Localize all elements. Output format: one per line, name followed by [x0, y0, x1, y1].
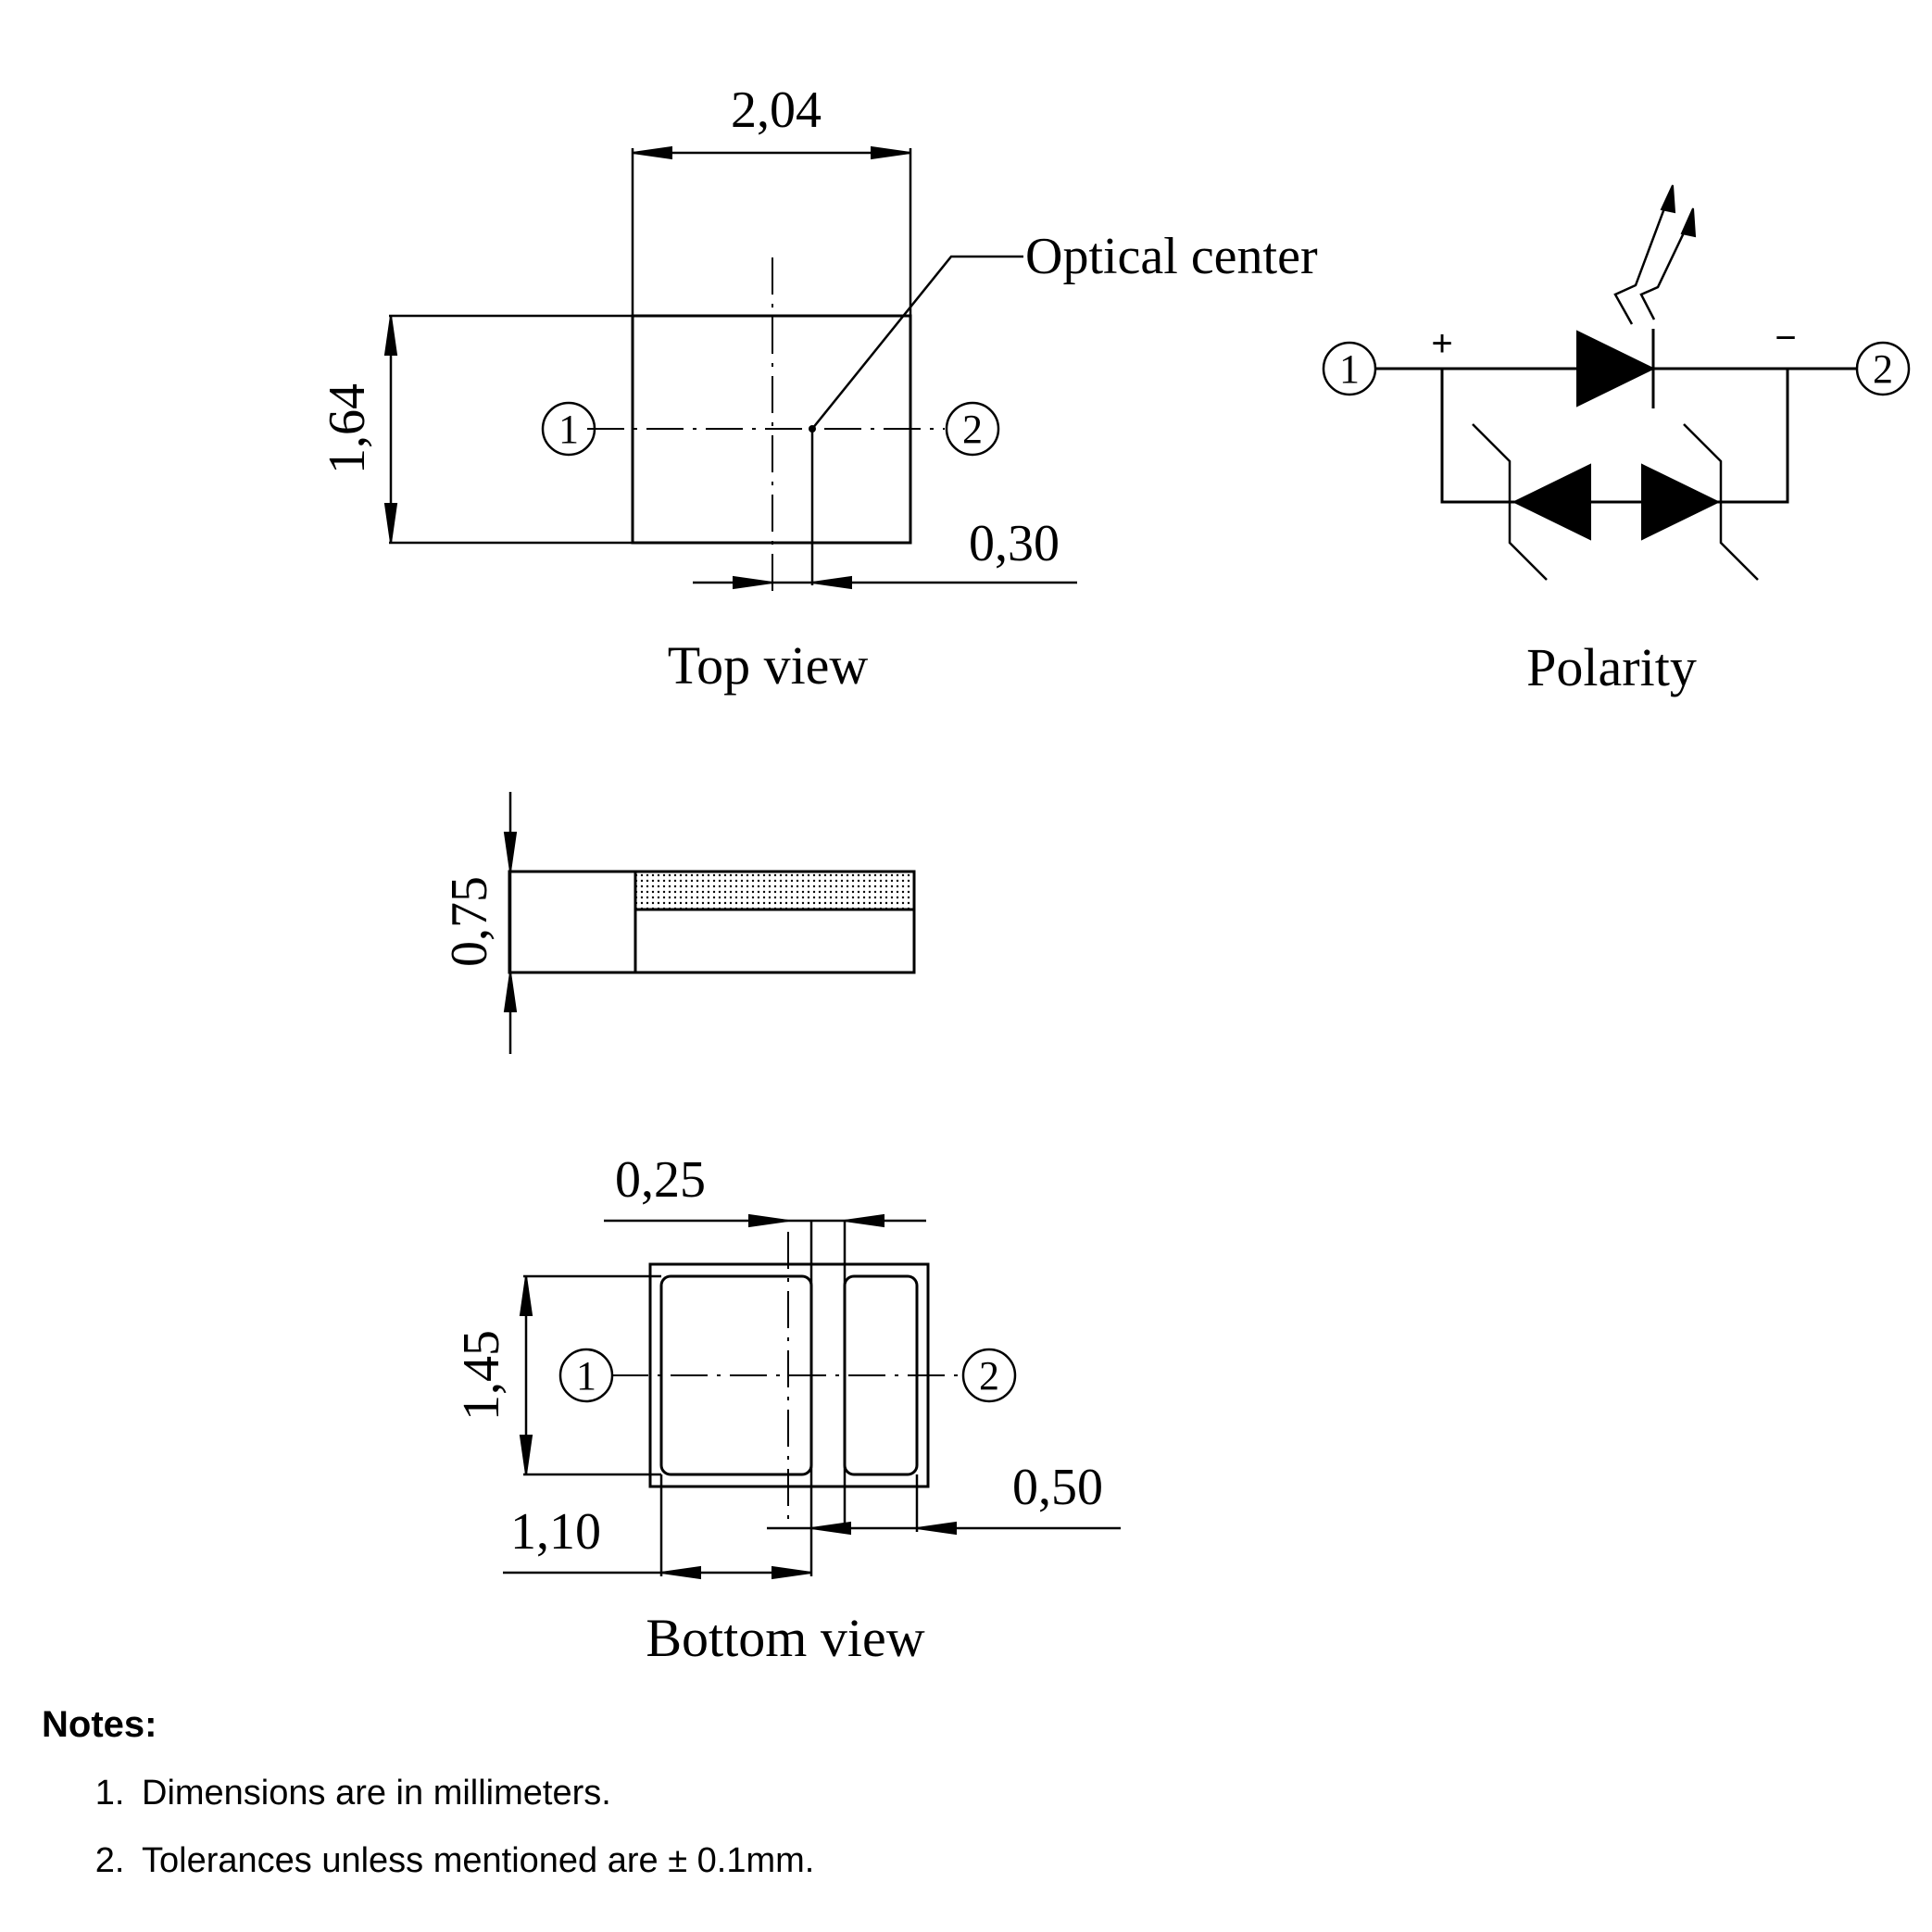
plus-sign: +	[1431, 323, 1452, 364]
polarity-caption: Polarity	[1526, 637, 1697, 697]
pin-1-marker	[541, 401, 596, 457]
optical-center-leader	[811, 255, 1023, 430]
lens-layer	[634, 870, 916, 911]
gap-dimension: 0,25	[615, 1151, 706, 1209]
bottom-offset-dimension: 0,50	[1012, 1459, 1103, 1516]
bottom-view: 1 2 0,25 1,45 1,10 0,50 Bottom view	[453, 1151, 1121, 1668]
top-view-caption: Top view	[668, 635, 869, 696]
note-item: Tolerances unless mentioned are ± 0.1mm.	[134, 1841, 814, 1881]
top-view: 2,04 1,64 1 2 Optical center 0,30 Top vi…	[319, 82, 1318, 696]
side-height-dimension: 0,75	[441, 876, 498, 967]
bottom-pin-1-marker	[558, 1348, 614, 1403]
svg-text:1: 1	[1339, 346, 1360, 392]
note-item: Dimensions are in millimeters.	[134, 1774, 814, 1813]
notes-list: Dimensions are in millimeters. Tolerance…	[42, 1774, 814, 1881]
svg-text:2: 2	[962, 407, 983, 452]
svg-text:1: 1	[576, 1353, 596, 1399]
svg-text:2: 2	[1873, 346, 1893, 392]
notes-title: Notes:	[42, 1704, 157, 1745]
svg-text:1: 1	[558, 407, 579, 452]
width-dimension: 2,04	[731, 82, 822, 139]
pad-height-dimension: 1,45	[453, 1330, 510, 1421]
bottom-pin-2-marker	[961, 1348, 1017, 1403]
pin-2-marker	[945, 401, 1000, 457]
side-view: 0,75	[441, 792, 916, 1054]
zener-diode-left	[1512, 463, 1591, 541]
height-dimension: 1,64	[319, 383, 376, 474]
offset-dimension: 0,30	[969, 515, 1060, 572]
minus-sign: −	[1775, 318, 1796, 358]
pad-width-dimension: 1,10	[510, 1503, 601, 1561]
notes-section: Notes: Dimensions are in millimeters. To…	[42, 1704, 814, 1909]
bottom-view-caption: Bottom view	[646, 1608, 924, 1668]
led-symbol	[1576, 330, 1656, 408]
zener-diode-right	[1641, 463, 1721, 541]
polarity-diagram: 1 2 + − Polarity	[1322, 184, 1911, 697]
optical-center-label: Optical center	[1025, 228, 1318, 285]
svg-text:2: 2	[979, 1353, 999, 1399]
package-drawing: 2,04 1,64 1 2 Optical center 0,30 Top vi…	[319, 82, 1911, 1668]
